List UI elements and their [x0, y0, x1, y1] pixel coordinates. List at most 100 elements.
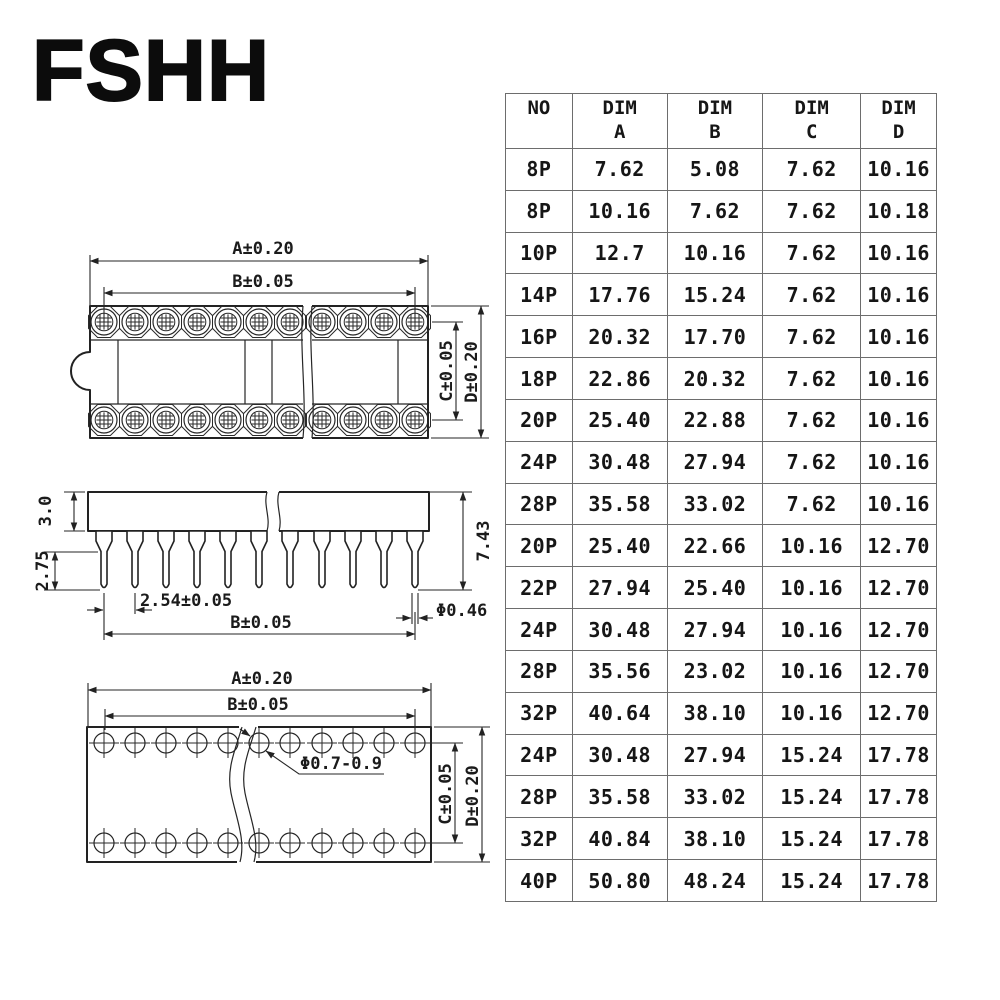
- table-cell: 20.32: [666, 357, 764, 400]
- table-cell: 7.62: [762, 398, 862, 442]
- table-cell: 27.94: [666, 733, 764, 777]
- pin-pitch-label: 2.54±0.05: [140, 591, 232, 611]
- table-cell: 40.84: [571, 817, 668, 861]
- pitch-extensions: [103, 593, 136, 640]
- pin-diameter-label: Φ0.46: [436, 601, 487, 621]
- table-cell: 10.16: [860, 440, 937, 484]
- table-cell: 30.48: [571, 608, 668, 651]
- bottom-dim-d-label: D±0.20: [463, 765, 483, 826]
- technical-drawing: A±0.20 B±0.05 C±0.05 D±0.20 3.0 2.75 7: [33, 239, 494, 863]
- break-lines: [301, 305, 314, 439]
- table-cell: 32P: [505, 691, 573, 735]
- hole-dia-arrow-upper: [239, 728, 251, 737]
- table-cell: 50.80: [571, 859, 668, 902]
- top-dim-b-label: B±0.05: [232, 272, 293, 292]
- table-cell: 15.24: [666, 273, 764, 317]
- table-cell: 17.78: [860, 733, 937, 777]
- top-dim-d-label: D±0.20: [462, 341, 482, 402]
- table-cell: 10.16: [762, 566, 862, 610]
- dim-cd-extensions: [430, 726, 490, 863]
- table-cell: 27.94: [666, 440, 764, 484]
- table-cell: 15.24: [762, 775, 862, 819]
- bottom-view-drawing: A±0.20 B±0.05 Φ0.7-0.9 C±0.05 D±0.20: [86, 669, 490, 863]
- side-view-drawing: 3.0 2.75 7.43 2.54±0.05 Φ0.46 B±0.05: [33, 491, 494, 640]
- table-cell: 25.40: [666, 566, 764, 610]
- table-cell: 35.58: [571, 775, 668, 819]
- table-cell: 48.24: [666, 859, 764, 902]
- dim-b-extensions: [104, 709, 416, 730]
- table-cell: 10.18: [860, 189, 937, 233]
- side-dim-b-label: B±0.05: [230, 613, 291, 633]
- table-cell: 24P: [505, 440, 573, 484]
- table-cell: 18P: [505, 357, 573, 400]
- table-cell: 7.62: [762, 440, 862, 484]
- table-cell: 10.16: [860, 315, 937, 359]
- table-cell: 10.16: [860, 357, 937, 400]
- break-lines: [265, 491, 281, 532]
- table-cell: 20.32: [571, 315, 668, 359]
- table-cell: 20P: [505, 524, 573, 568]
- table-cell: 15.24: [762, 817, 862, 861]
- table-cell: 10.16: [860, 148, 937, 191]
- body-left: [87, 491, 267, 532]
- table-cell: 38.10: [666, 691, 764, 735]
- table-cell: 10.16: [860, 398, 937, 442]
- table-cell: 40.64: [571, 691, 668, 735]
- solder-holes: [89, 728, 430, 858]
- table-cell: 10.16: [762, 524, 862, 568]
- table-cell: 8P: [505, 148, 573, 191]
- table-cell: 12.70: [860, 691, 937, 735]
- pin-length-label: 2.75: [33, 551, 53, 592]
- table-cell: 25.40: [571, 398, 668, 442]
- body-height-label: 3.0: [36, 496, 56, 527]
- brand-logo: FSHH: [31, 23, 271, 119]
- column-header: NO: [505, 93, 573, 149]
- table-cell: 22.86: [571, 357, 668, 400]
- table-cell: 10.16: [860, 273, 937, 317]
- overall-height-label: 7.43: [474, 521, 494, 562]
- table-cell: 7.62: [762, 148, 862, 191]
- bottom-dim-a-label: A±0.20: [231, 669, 292, 689]
- table-cell: 10.16: [666, 231, 764, 275]
- table-cell: 32P: [505, 817, 573, 861]
- table-cell: 12.70: [860, 608, 937, 651]
- table-cell: 15.24: [762, 859, 862, 902]
- socket-pins: [95, 530, 424, 589]
- socket-body-left: [70, 305, 303, 439]
- hole-diameter-label: Φ0.7-0.9: [300, 754, 382, 774]
- table-cell: 22.66: [666, 524, 764, 568]
- body-right: [279, 491, 430, 532]
- table-cell: 10.16: [860, 482, 937, 526]
- table-cell: 17.76: [571, 273, 668, 317]
- overall-height-extensions: [418, 491, 472, 591]
- table-cell: 12.7: [571, 231, 668, 275]
- table-cell: 40P: [505, 859, 573, 902]
- table-cell: 10.16: [762, 691, 862, 735]
- pin-dia-extensions: [411, 593, 419, 624]
- table-cell: 17.70: [666, 315, 764, 359]
- hole-dia-leader: [265, 750, 384, 775]
- table-cell: 20P: [505, 398, 573, 442]
- bottom-dim-b-label: B±0.05: [227, 695, 288, 715]
- table-cell: 33.02: [666, 482, 764, 526]
